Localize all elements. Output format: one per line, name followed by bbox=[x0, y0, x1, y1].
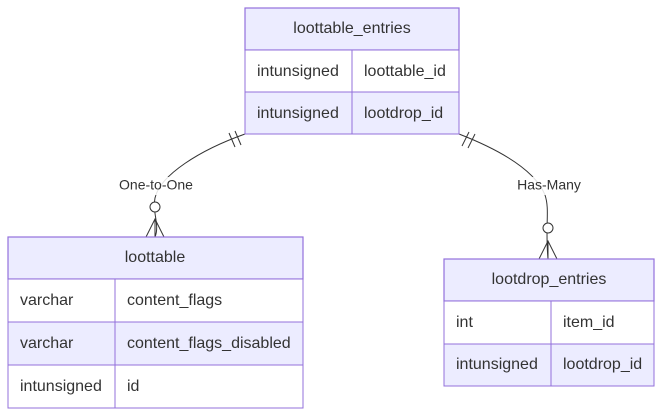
attribute-name: loottable_id bbox=[364, 63, 446, 80]
entity-header bbox=[244, 7, 460, 51]
entity-loottable: loottable varchar content_flags varchar … bbox=[7, 236, 304, 409]
entity-row bbox=[7, 321, 304, 366]
attribute-name: content_flags bbox=[127, 292, 222, 309]
attribute-name: item_id bbox=[563, 314, 615, 331]
entity-row bbox=[443, 300, 655, 345]
attribute-type: int bbox=[456, 314, 473, 331]
entity-row bbox=[7, 278, 304, 323]
entity-title: loottable bbox=[125, 249, 186, 266]
entity-row bbox=[7, 364, 304, 409]
attribute-type: varchar bbox=[20, 292, 74, 309]
relationship-line-has-many bbox=[458, 133, 549, 260]
relationship-one-to-one: One-to-One bbox=[117, 130, 246, 238]
cardinality-one-bar-2 bbox=[467, 133, 476, 149]
entity-title: loottable_entries bbox=[293, 20, 410, 37]
cardinality-one-bar-1 bbox=[461, 131, 470, 147]
relationship-label-one-to-one: One-to-One bbox=[119, 177, 193, 193]
entity-lootdrop-entries: lootdrop_entries int item_id intunsigned… bbox=[443, 258, 655, 387]
attribute-type: intunsigned bbox=[456, 356, 538, 373]
attribute-type: varchar bbox=[20, 335, 74, 352]
relationship-label-bg bbox=[514, 177, 584, 195]
attribute-type: intunsigned bbox=[20, 378, 102, 395]
relationship-has-many: Has-Many bbox=[458, 131, 584, 260]
entity-loottable-entries: loottable_entries intunsigned loottable_… bbox=[244, 7, 460, 135]
relationship-label-has-many: Has-Many bbox=[517, 177, 581, 193]
cardinality-one-bar-2 bbox=[234, 130, 242, 146]
entity-header bbox=[7, 236, 304, 280]
entity-row bbox=[443, 343, 655, 387]
cardinality-many-crowfoot bbox=[145, 217, 165, 238]
entity-title: lootdrop_entries bbox=[492, 271, 607, 288]
attribute-name: lootdrop_id bbox=[364, 105, 443, 122]
cardinality-one-bar-1 bbox=[228, 132, 236, 148]
relationship-label-bg bbox=[117, 177, 195, 195]
attribute-type: intunsigned bbox=[257, 105, 339, 122]
entity-header bbox=[443, 258, 655, 302]
cardinality-many-crowfoot bbox=[538, 239, 558, 260]
attribute-name: content_flags_disabled bbox=[127, 335, 291, 352]
cardinality-zero-circle bbox=[149, 201, 161, 213]
attribute-type: intunsigned bbox=[257, 63, 339, 80]
cardinality-zero-circle bbox=[542, 222, 554, 234]
attribute-name: id bbox=[127, 378, 139, 395]
attribute-name: lootdrop_id bbox=[563, 356, 642, 373]
